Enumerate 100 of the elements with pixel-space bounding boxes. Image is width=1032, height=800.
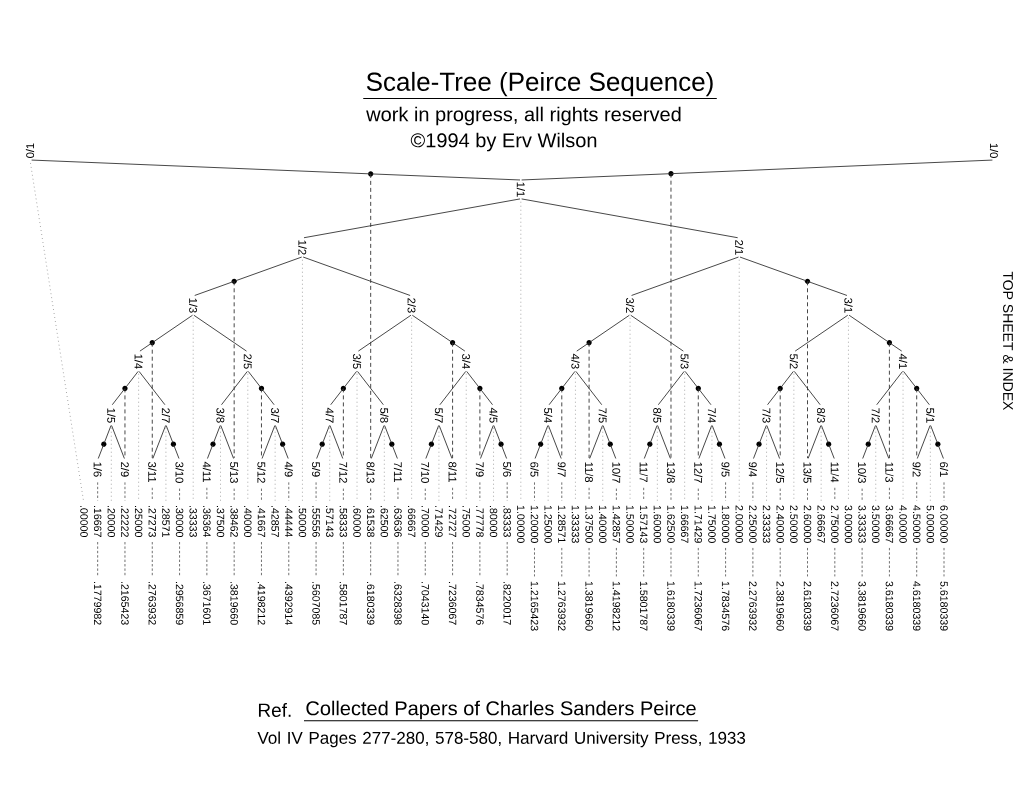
tree-line xyxy=(152,425,167,459)
dashed-line xyxy=(697,488,699,501)
tree-line xyxy=(820,425,829,444)
dashed-line xyxy=(779,387,781,459)
tree-line xyxy=(589,314,630,343)
dashed-line xyxy=(725,547,726,577)
dashed-line xyxy=(561,547,563,577)
dashed-line xyxy=(834,547,836,577)
tree-line xyxy=(329,425,344,459)
tree-line xyxy=(343,370,357,388)
dotted-line xyxy=(247,373,249,502)
dashed-line xyxy=(670,547,672,577)
tree-line xyxy=(698,388,712,406)
tree-line xyxy=(602,425,611,444)
tree-line xyxy=(213,425,221,444)
dashed-line xyxy=(807,280,808,459)
dashed-line xyxy=(725,482,726,501)
dashed-line xyxy=(834,487,836,501)
dashed-line xyxy=(97,541,98,577)
dotted-line xyxy=(302,259,303,502)
copyright-text: ©1994 by Erv Wilson xyxy=(410,132,597,152)
tree-line xyxy=(807,425,822,459)
tree-line xyxy=(31,159,371,175)
dashed-line xyxy=(479,482,481,501)
dashed-line xyxy=(370,488,372,501)
tree-line xyxy=(916,425,931,459)
dotted-line xyxy=(738,259,740,502)
dashed-line xyxy=(424,488,426,501)
dashed-line xyxy=(342,387,344,459)
tree-line xyxy=(261,425,276,459)
dashed-line xyxy=(643,487,645,501)
dashed-line xyxy=(151,342,153,459)
dashed-line xyxy=(861,547,863,577)
tree-line xyxy=(493,425,501,444)
dashed-line xyxy=(179,541,180,577)
reference-label: Ref. xyxy=(259,703,291,717)
tree-line xyxy=(330,388,344,406)
tree-line xyxy=(766,425,781,459)
tree-line xyxy=(576,342,589,352)
dotted-line xyxy=(192,317,194,502)
tree-line xyxy=(643,444,650,459)
dotted-line xyxy=(138,373,139,502)
dashed-line xyxy=(370,173,372,459)
dashed-line xyxy=(889,547,890,577)
dashed-line xyxy=(397,487,399,501)
tree-line xyxy=(548,388,562,406)
dashed-line xyxy=(916,547,918,577)
tree-line xyxy=(937,444,944,459)
tree-line xyxy=(657,370,685,406)
tree-line xyxy=(370,425,385,459)
tree-line xyxy=(193,314,247,352)
dashed-line xyxy=(916,482,918,501)
tree-line xyxy=(759,425,767,444)
tree-line xyxy=(103,425,112,444)
dashed-line xyxy=(561,387,563,459)
tree-line xyxy=(303,198,521,239)
tree-line xyxy=(111,388,125,406)
dashed-line xyxy=(588,487,590,501)
tree-line xyxy=(466,370,480,388)
tree-line xyxy=(480,425,494,459)
tree-line xyxy=(630,314,684,352)
tree-line xyxy=(807,281,848,296)
tree-line xyxy=(261,388,275,406)
dashed-line xyxy=(288,541,290,577)
title: Scale-Tree (Peirce Sequence) xyxy=(362,71,718,100)
tree-line xyxy=(235,256,303,282)
tree-line xyxy=(828,444,835,459)
tree-line xyxy=(521,173,670,181)
dashed-line xyxy=(261,488,262,501)
tree-line xyxy=(889,342,903,352)
dashed-line xyxy=(779,547,781,577)
dashed-line xyxy=(261,387,262,459)
tree-line xyxy=(138,370,166,406)
dashed-line xyxy=(124,482,126,501)
dashed-line xyxy=(643,547,645,577)
tree-line xyxy=(153,314,193,343)
tree-line xyxy=(780,370,794,388)
dashed-line xyxy=(616,488,617,501)
dashed-line xyxy=(807,488,808,501)
reference-title: Collected Papers of Charles Sanders Peirce xyxy=(303,700,699,722)
dotted-line xyxy=(629,317,631,502)
dashed-line xyxy=(752,482,754,501)
dotted-line xyxy=(411,317,412,502)
tree-line xyxy=(371,173,521,181)
tree-line xyxy=(431,425,440,444)
tree-line xyxy=(876,370,903,406)
tree-line xyxy=(534,444,541,459)
dashed-line xyxy=(151,487,153,501)
dashed-line xyxy=(616,547,617,577)
tree-line xyxy=(794,314,849,352)
dashed-line xyxy=(206,541,208,577)
subtitle-text: work in progress, all rights reserved xyxy=(366,106,681,126)
tree-line xyxy=(767,388,781,406)
dashed-line xyxy=(233,541,235,577)
dashed-line xyxy=(752,547,754,577)
tree-line xyxy=(439,370,467,406)
dotted-line xyxy=(465,373,467,502)
tree-line xyxy=(357,370,384,406)
tree-line xyxy=(322,425,330,444)
tree-line xyxy=(589,425,603,459)
